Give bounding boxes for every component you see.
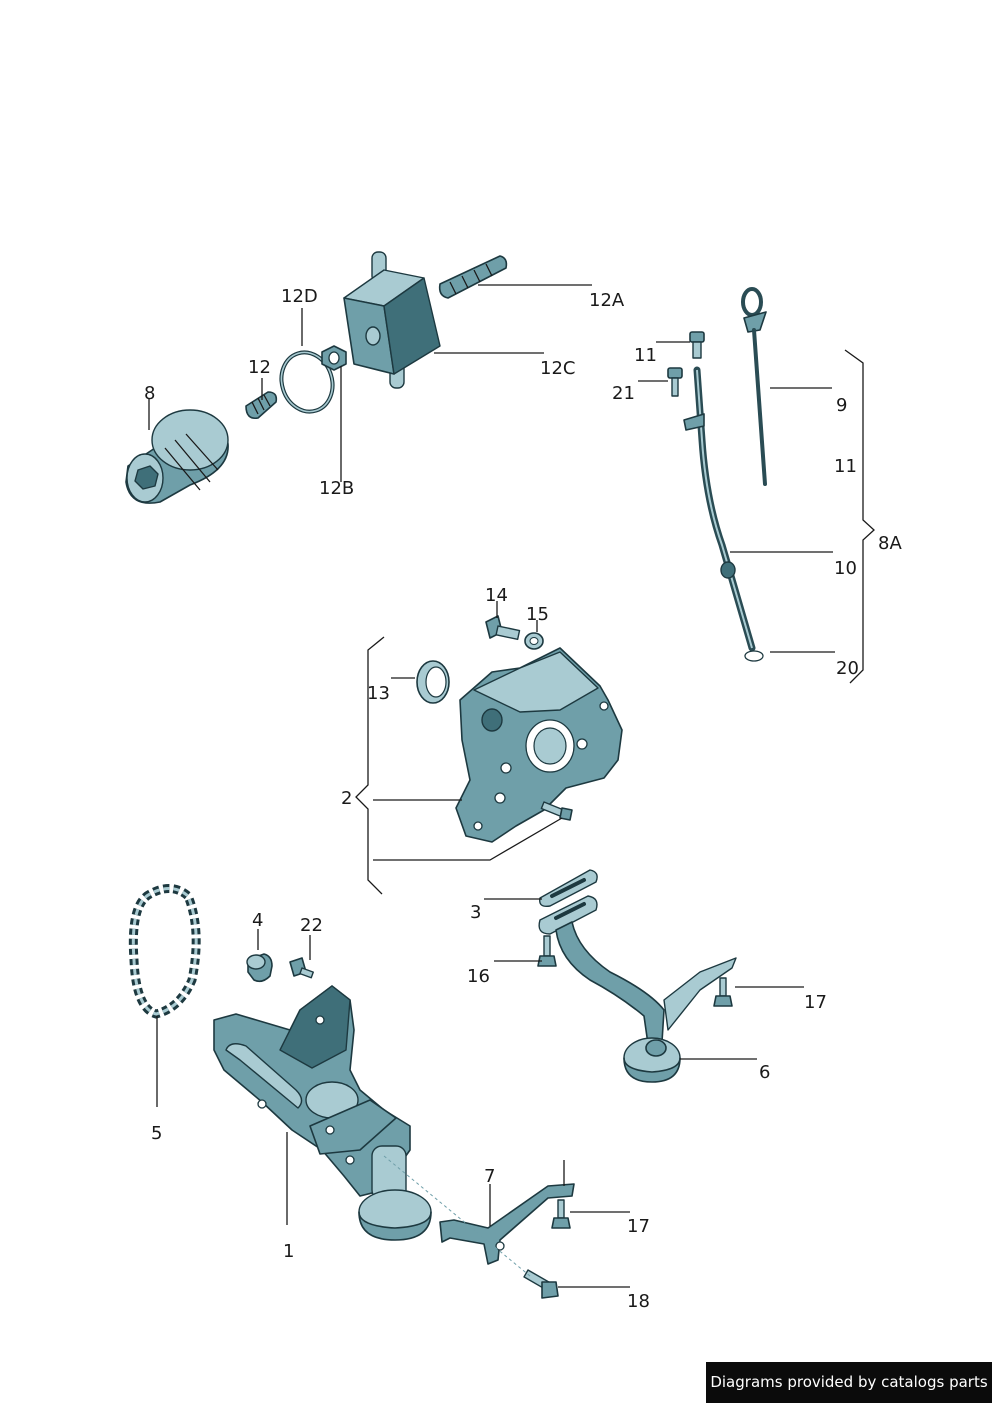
label-7: 7 xyxy=(484,1166,495,1187)
footer-credit: Diagrams provided by catalogs parts xyxy=(706,1362,992,1403)
bolt-17-lower-part xyxy=(551,1199,571,1229)
label-20: 20 xyxy=(836,658,859,679)
label-9: 9 xyxy=(836,395,847,416)
drive-chain-part xyxy=(128,884,201,1019)
label-8: 8 xyxy=(144,383,155,404)
part-labels: 1 2 3 4 5 6 7 8 8A 9 10 11 11 12 12A 12B… xyxy=(144,286,902,1312)
label-1: 1 xyxy=(283,1241,294,1262)
label-3: 3 xyxy=(470,902,481,923)
oil-pump-housing-part xyxy=(455,647,623,843)
bolt-21-part xyxy=(667,367,683,397)
oil-pickup-pipe-part xyxy=(538,895,737,1083)
label-4: 4 xyxy=(252,910,263,931)
bushing-part xyxy=(246,953,273,983)
oil-filter-part xyxy=(125,409,229,504)
label-22: 22 xyxy=(300,915,323,936)
label-18: 18 xyxy=(627,1291,650,1312)
label-14: 14 xyxy=(485,585,508,606)
gasket-part xyxy=(539,869,598,908)
label-17-lower: 17 xyxy=(627,1216,650,1237)
bolt-22-part xyxy=(289,957,314,979)
dipstick-tube-part xyxy=(683,366,764,662)
oil-cooler-part xyxy=(343,251,441,389)
bolt-18-part xyxy=(523,1269,559,1299)
bolt-14-part xyxy=(485,615,521,641)
label-13: 13 xyxy=(367,683,390,704)
label-11-right: 11 xyxy=(834,456,857,477)
dipstick-part xyxy=(741,287,767,486)
label-2: 2 xyxy=(341,788,352,809)
label-21: 21 xyxy=(612,383,635,404)
label-12C: 12C xyxy=(540,358,575,379)
hex-nut-part xyxy=(321,345,347,371)
label-12B: 12B xyxy=(319,478,354,499)
bolt-16-part xyxy=(537,935,557,967)
label-8A: 8A xyxy=(878,533,902,554)
label-6: 6 xyxy=(759,1062,770,1083)
label-12D: 12D xyxy=(281,286,318,307)
label-15: 15 xyxy=(526,604,549,625)
label-5: 5 xyxy=(151,1123,162,1144)
leader-lines xyxy=(148,284,875,1288)
label-12A: 12A xyxy=(589,290,625,311)
threaded-pipe-part xyxy=(438,255,508,299)
label-16: 16 xyxy=(467,966,490,987)
label-12: 12 xyxy=(248,357,271,378)
threaded-stud-part xyxy=(245,391,278,420)
bolt-17-upper-part xyxy=(713,977,733,1007)
label-10: 10 xyxy=(834,558,857,579)
label-17-upper: 17 xyxy=(804,992,827,1013)
oil-pump-assembly-part xyxy=(213,985,432,1241)
bolt-11-part xyxy=(689,331,705,359)
label-11-upper: 11 xyxy=(634,345,657,366)
seal-ring-part xyxy=(416,660,450,704)
bracket-part xyxy=(439,1183,575,1265)
pump-screw-part xyxy=(540,801,573,821)
